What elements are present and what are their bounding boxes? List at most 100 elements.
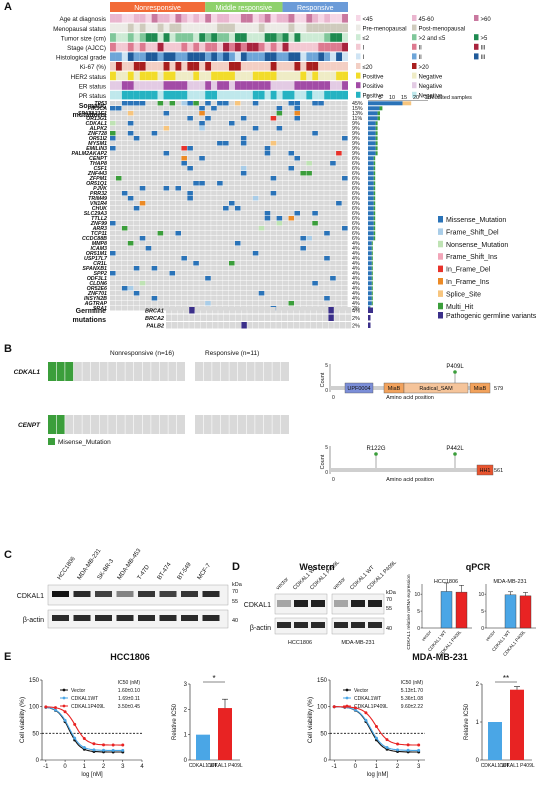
oncoprint-cell [294, 241, 300, 246]
oncoprint-cell [110, 211, 116, 216]
oncoprint-cell [211, 181, 217, 186]
oncoprint-cell [205, 106, 211, 111]
oncoprint-cell [324, 201, 330, 206]
oncoprint-cell [324, 161, 330, 166]
legend-text: Frame_Shift_Del [446, 229, 499, 236]
germline-cell [218, 307, 224, 314]
oncoprint-cell [157, 251, 164, 256]
clinical-cell [211, 52, 218, 61]
qpcr-ytick: 10 [478, 592, 484, 598]
oncoprint-cell [234, 121, 241, 126]
oncoprint-cell [312, 216, 318, 221]
mutation-count-bar [368, 151, 376, 156]
oncoprint-cell [175, 241, 181, 246]
mutation-cell [264, 216, 271, 221]
oncoprint-cell [294, 286, 300, 291]
oncoprint-cell [288, 106, 295, 111]
oncoprint-cell [294, 196, 300, 201]
oncoprint-cell [169, 196, 176, 201]
oncoprint-cell [342, 131, 348, 136]
clinical-cell [330, 42, 337, 52]
oncoprint-cell [282, 186, 289, 191]
lane-label: T-47D [137, 564, 152, 581]
mutation-count-bar [368, 136, 376, 141]
oncoprint-cell [187, 251, 193, 256]
clinical-cell [133, 62, 140, 71]
gene-percent: 4% [352, 291, 360, 297]
oncoprint-cell [151, 306, 158, 311]
clinical-cell [175, 90, 182, 100]
oncoprint-cell [282, 171, 289, 176]
mutation-cell [82, 415, 91, 434]
oncoprint-cell [169, 111, 176, 116]
oncoprint-cell [288, 156, 295, 161]
gene-percent: 4% [352, 281, 360, 287]
gene-percent: 9% [352, 126, 360, 132]
mutation-count-bar [375, 131, 378, 136]
panel-label-a: A [4, 1, 12, 13]
clinical-cell [300, 23, 307, 33]
clinical-cell [240, 81, 247, 90]
mutation-cell [263, 415, 272, 434]
gene-name: SPP2 [93, 271, 107, 277]
clinical-cell [318, 62, 325, 71]
oncoprint-cell [157, 126, 164, 131]
oncoprint-cell [336, 246, 342, 251]
oncoprint-cell [193, 111, 199, 116]
clinical-cell [193, 90, 200, 100]
oncoprint-cell [246, 101, 253, 106]
oncoprint-cell [110, 256, 116, 261]
oncoprint-cell [229, 126, 235, 131]
mutation-cell [294, 101, 300, 106]
oncoprint-cell [318, 241, 324, 246]
oncoprint-cell [175, 146, 181, 151]
gene-name: OR52E6 [87, 286, 107, 292]
oncoprint-cell [282, 276, 289, 281]
oncoprint-cell [217, 231, 223, 236]
oncoprint-cell [270, 261, 277, 266]
bar-axis-label: Mutated samples [430, 95, 472, 101]
oncoprint-cell [282, 121, 289, 126]
germline-cell [322, 307, 328, 314]
oncoprint-cell [294, 186, 300, 191]
curve-xtick: 1 [83, 764, 87, 770]
mutation-cell [234, 206, 241, 211]
clinical-cell [252, 62, 259, 71]
oncoprint-cell [240, 156, 247, 161]
clinical-cell [175, 81, 182, 90]
oncoprint-cell [199, 226, 205, 231]
oncoprint-cell [276, 101, 283, 106]
clinical-cell [199, 62, 206, 71]
oncoprint-cell [288, 191, 295, 196]
germline-cell [171, 314, 178, 321]
oncoprint-cell [336, 251, 342, 256]
oncoprint-cell [252, 246, 259, 251]
clinical-cell [342, 33, 348, 42]
legend-text: Splice_Site [446, 291, 481, 298]
marker-label: 55 [386, 606, 392, 612]
legend-text: Pre-menopausal [363, 26, 407, 32]
oncoprint-cell [342, 271, 348, 276]
clinical-cell [175, 52, 182, 61]
oncoprint-cell [121, 211, 128, 216]
bar-axis-tick: 0 [366, 95, 369, 101]
bar-axis-tick: 20 [413, 95, 419, 101]
germline-cell [177, 314, 183, 321]
oncoprint-cell [324, 131, 330, 136]
oncoprint-cell [115, 151, 122, 156]
oncoprint-cell [294, 226, 300, 231]
oncoprint-cell [175, 176, 181, 181]
clinical-cell [127, 62, 134, 71]
clinical-cell [318, 23, 325, 33]
legend-text: ≤20 [363, 65, 374, 71]
clinical-cell [169, 52, 176, 61]
oncoprint-cell [187, 286, 193, 291]
gene-percent: 4% [352, 301, 360, 307]
gene-name: OR51Q1 [86, 181, 107, 187]
clinical-cell [169, 90, 176, 100]
clinical-cell [229, 62, 235, 71]
legend-swatch [438, 278, 443, 285]
oncoprint-cell [151, 101, 158, 106]
oncoprint-cell [306, 266, 312, 271]
oncoprint-cell [312, 116, 318, 121]
